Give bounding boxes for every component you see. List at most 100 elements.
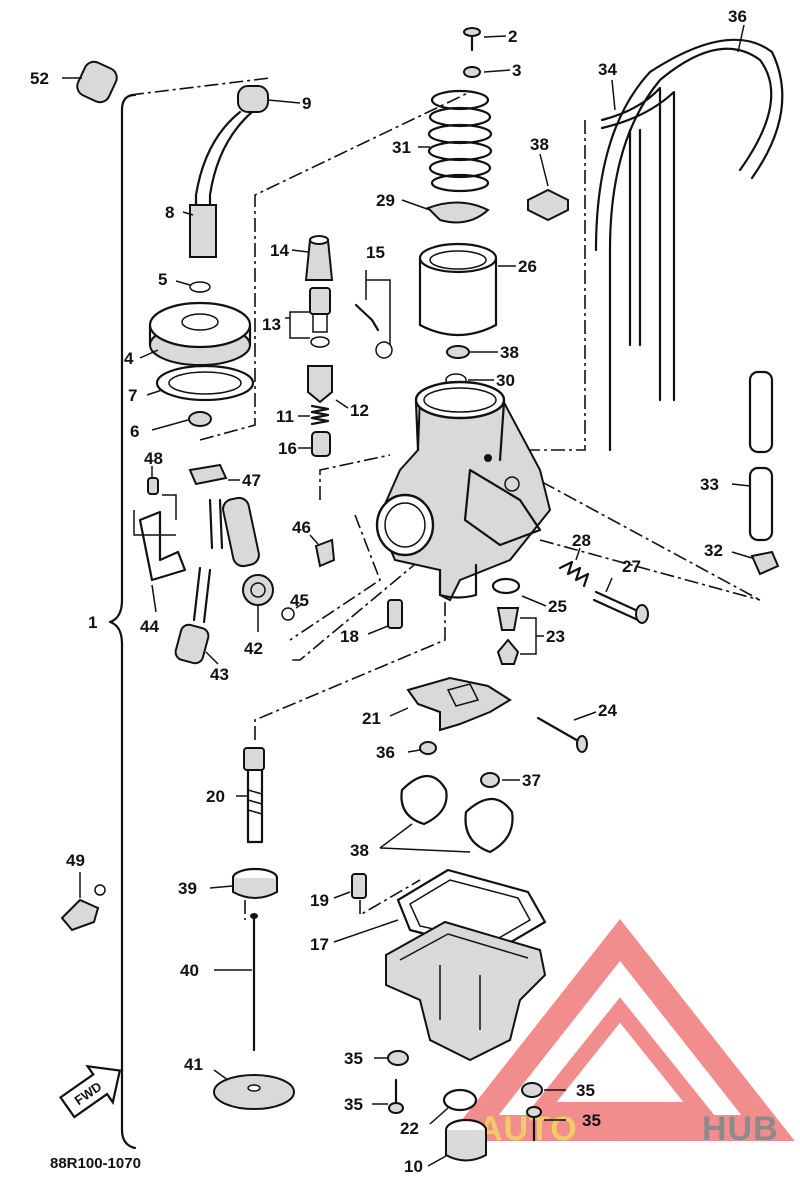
- callout-40: 38: [500, 343, 519, 362]
- part-21-float-arm: 21: [362, 676, 512, 732]
- part-53-cap: 52: [30, 60, 118, 104]
- callout-52: 49: [66, 851, 85, 870]
- callout-49: 46: [292, 518, 311, 537]
- part-6-washer: 6: [130, 411, 212, 441]
- callout-19: 19: [310, 891, 329, 910]
- part-49-plug: 46: [292, 518, 336, 568]
- callout-9: 9: [302, 94, 311, 113]
- part-7-gasket: 7: [128, 364, 255, 405]
- part-45-cap: 42: [242, 574, 274, 658]
- part-38-plug-b: 37: [480, 771, 541, 790]
- callout-31: 31: [392, 138, 411, 157]
- callout-48: 45: [290, 591, 309, 610]
- part-11-spring: 11: [276, 404, 330, 426]
- callout-8: 8: [165, 203, 174, 222]
- part-47-bracket: 44: [133, 494, 187, 636]
- part-34-vent-hose: 34: [598, 60, 676, 402]
- callout-32: 32: [704, 541, 723, 560]
- part-29-plate: 29: [376, 191, 490, 224]
- callout-33: 33: [700, 475, 719, 494]
- part-4-top-cap: 4: [124, 301, 252, 368]
- part-12-plunger: 12: [307, 365, 369, 420]
- callout-5: 5: [158, 270, 167, 289]
- callout-14: 14: [270, 241, 289, 260]
- part-44-washer: 41: [184, 1055, 295, 1110]
- callout-12: 12: [350, 401, 369, 420]
- part-33-hose: 33: [700, 370, 774, 542]
- callout-38-a: 36: [376, 743, 395, 762]
- part-8-hose: 8: [165, 110, 254, 258]
- callout-18: 18: [340, 627, 359, 646]
- callout-30: 30: [496, 371, 515, 390]
- part-18-jet: 18: [340, 599, 403, 646]
- callout-21: 21: [362, 709, 381, 728]
- part-42-holder: 39: [178, 867, 279, 899]
- callout-39: 38: [350, 841, 369, 860]
- part-28-spring: 28: [558, 531, 591, 588]
- callout-34: 34: [598, 60, 617, 79]
- callout-37: 36: [728, 7, 747, 26]
- part-31-spring: 31: [392, 89, 493, 193]
- callout-45: 42: [244, 639, 263, 658]
- callout-6: 6: [130, 422, 139, 441]
- part-19-jet: 19: [310, 873, 367, 910]
- callout-44: 41: [184, 1055, 203, 1074]
- part-40-ring: 38: [446, 343, 519, 362]
- callout-47: 44: [140, 617, 159, 636]
- part-24-pin: 24: [536, 701, 617, 753]
- part-16-plunger-tip: 16: [278, 431, 331, 458]
- part-36-screw-a: 35: [344, 1049, 409, 1068]
- callout-10: 10: [404, 1157, 423, 1176]
- part-51-clip: 48: [144, 449, 163, 495]
- callout-28: 28: [572, 531, 591, 550]
- callout-42: 39: [178, 879, 197, 898]
- callout-35-a: 35: [344, 1095, 363, 1114]
- assembly-bracket: 1: [88, 93, 137, 1150]
- callout-27: 27: [622, 557, 641, 576]
- callout-36-a: 35: [344, 1049, 363, 1068]
- callout-41: 38: [530, 135, 549, 154]
- part-23-needle-valve: 23: [496, 607, 565, 665]
- callout-26: 26: [518, 257, 537, 276]
- callout-25: 25: [548, 597, 567, 616]
- figure-code: 88R100-1070: [50, 1155, 141, 1172]
- part-48-ring: 45: [281, 591, 309, 621]
- callout-2: 2: [508, 27, 517, 46]
- part-10-drain-plug: 10: [404, 1118, 488, 1176]
- callout-50: 47: [242, 471, 261, 490]
- part-3-washer: 3: [463, 61, 521, 80]
- callout-29: 29: [376, 191, 395, 210]
- callout-36-b: 35: [576, 1081, 595, 1100]
- part-35-screw-a: 35: [344, 1078, 404, 1114]
- part-9-cap: 9: [237, 85, 311, 113]
- callout-46: 43: [210, 665, 229, 684]
- part-43-needle: 40: [180, 913, 258, 1052]
- callout-15: 15: [366, 243, 385, 262]
- part-5-oring: 5: [158, 270, 211, 293]
- part-27-screw: 27: [592, 557, 649, 624]
- part-17-float-bowl: 17: [310, 868, 547, 1062]
- callout-53: 52: [30, 69, 49, 88]
- callout-3: 3: [512, 61, 521, 80]
- part-26-throttle-valve: 26: [418, 242, 537, 337]
- callout-4: 4: [124, 349, 134, 368]
- callout-20: 20: [206, 787, 225, 806]
- part-14-cap: 14: [270, 235, 334, 281]
- part-20-needle-jet: 20: [206, 747, 265, 844]
- part-41-clamp: 38: [527, 135, 569, 222]
- callout-22: 22: [400, 1119, 419, 1138]
- part-50-fitting: 47: [188, 463, 261, 490]
- part-13-nut: 13: [262, 287, 331, 348]
- part-32-clip: 32: [704, 541, 780, 576]
- callout-24: 24: [598, 701, 617, 720]
- watermark-logo: AUTO MOTO HUB: [445, 918, 795, 1148]
- part-39-floats: 38: [350, 774, 514, 860]
- callout-7: 7: [128, 386, 137, 405]
- part-52-fitting: 49: [60, 851, 106, 932]
- callout-35-b: 35: [582, 1111, 601, 1130]
- watermark-hub: HUB: [702, 1110, 779, 1148]
- watermark-auto: AUTO: [478, 1110, 578, 1148]
- part-46-cable: 43: [174, 496, 260, 684]
- reference-dash-lines: [129, 77, 761, 920]
